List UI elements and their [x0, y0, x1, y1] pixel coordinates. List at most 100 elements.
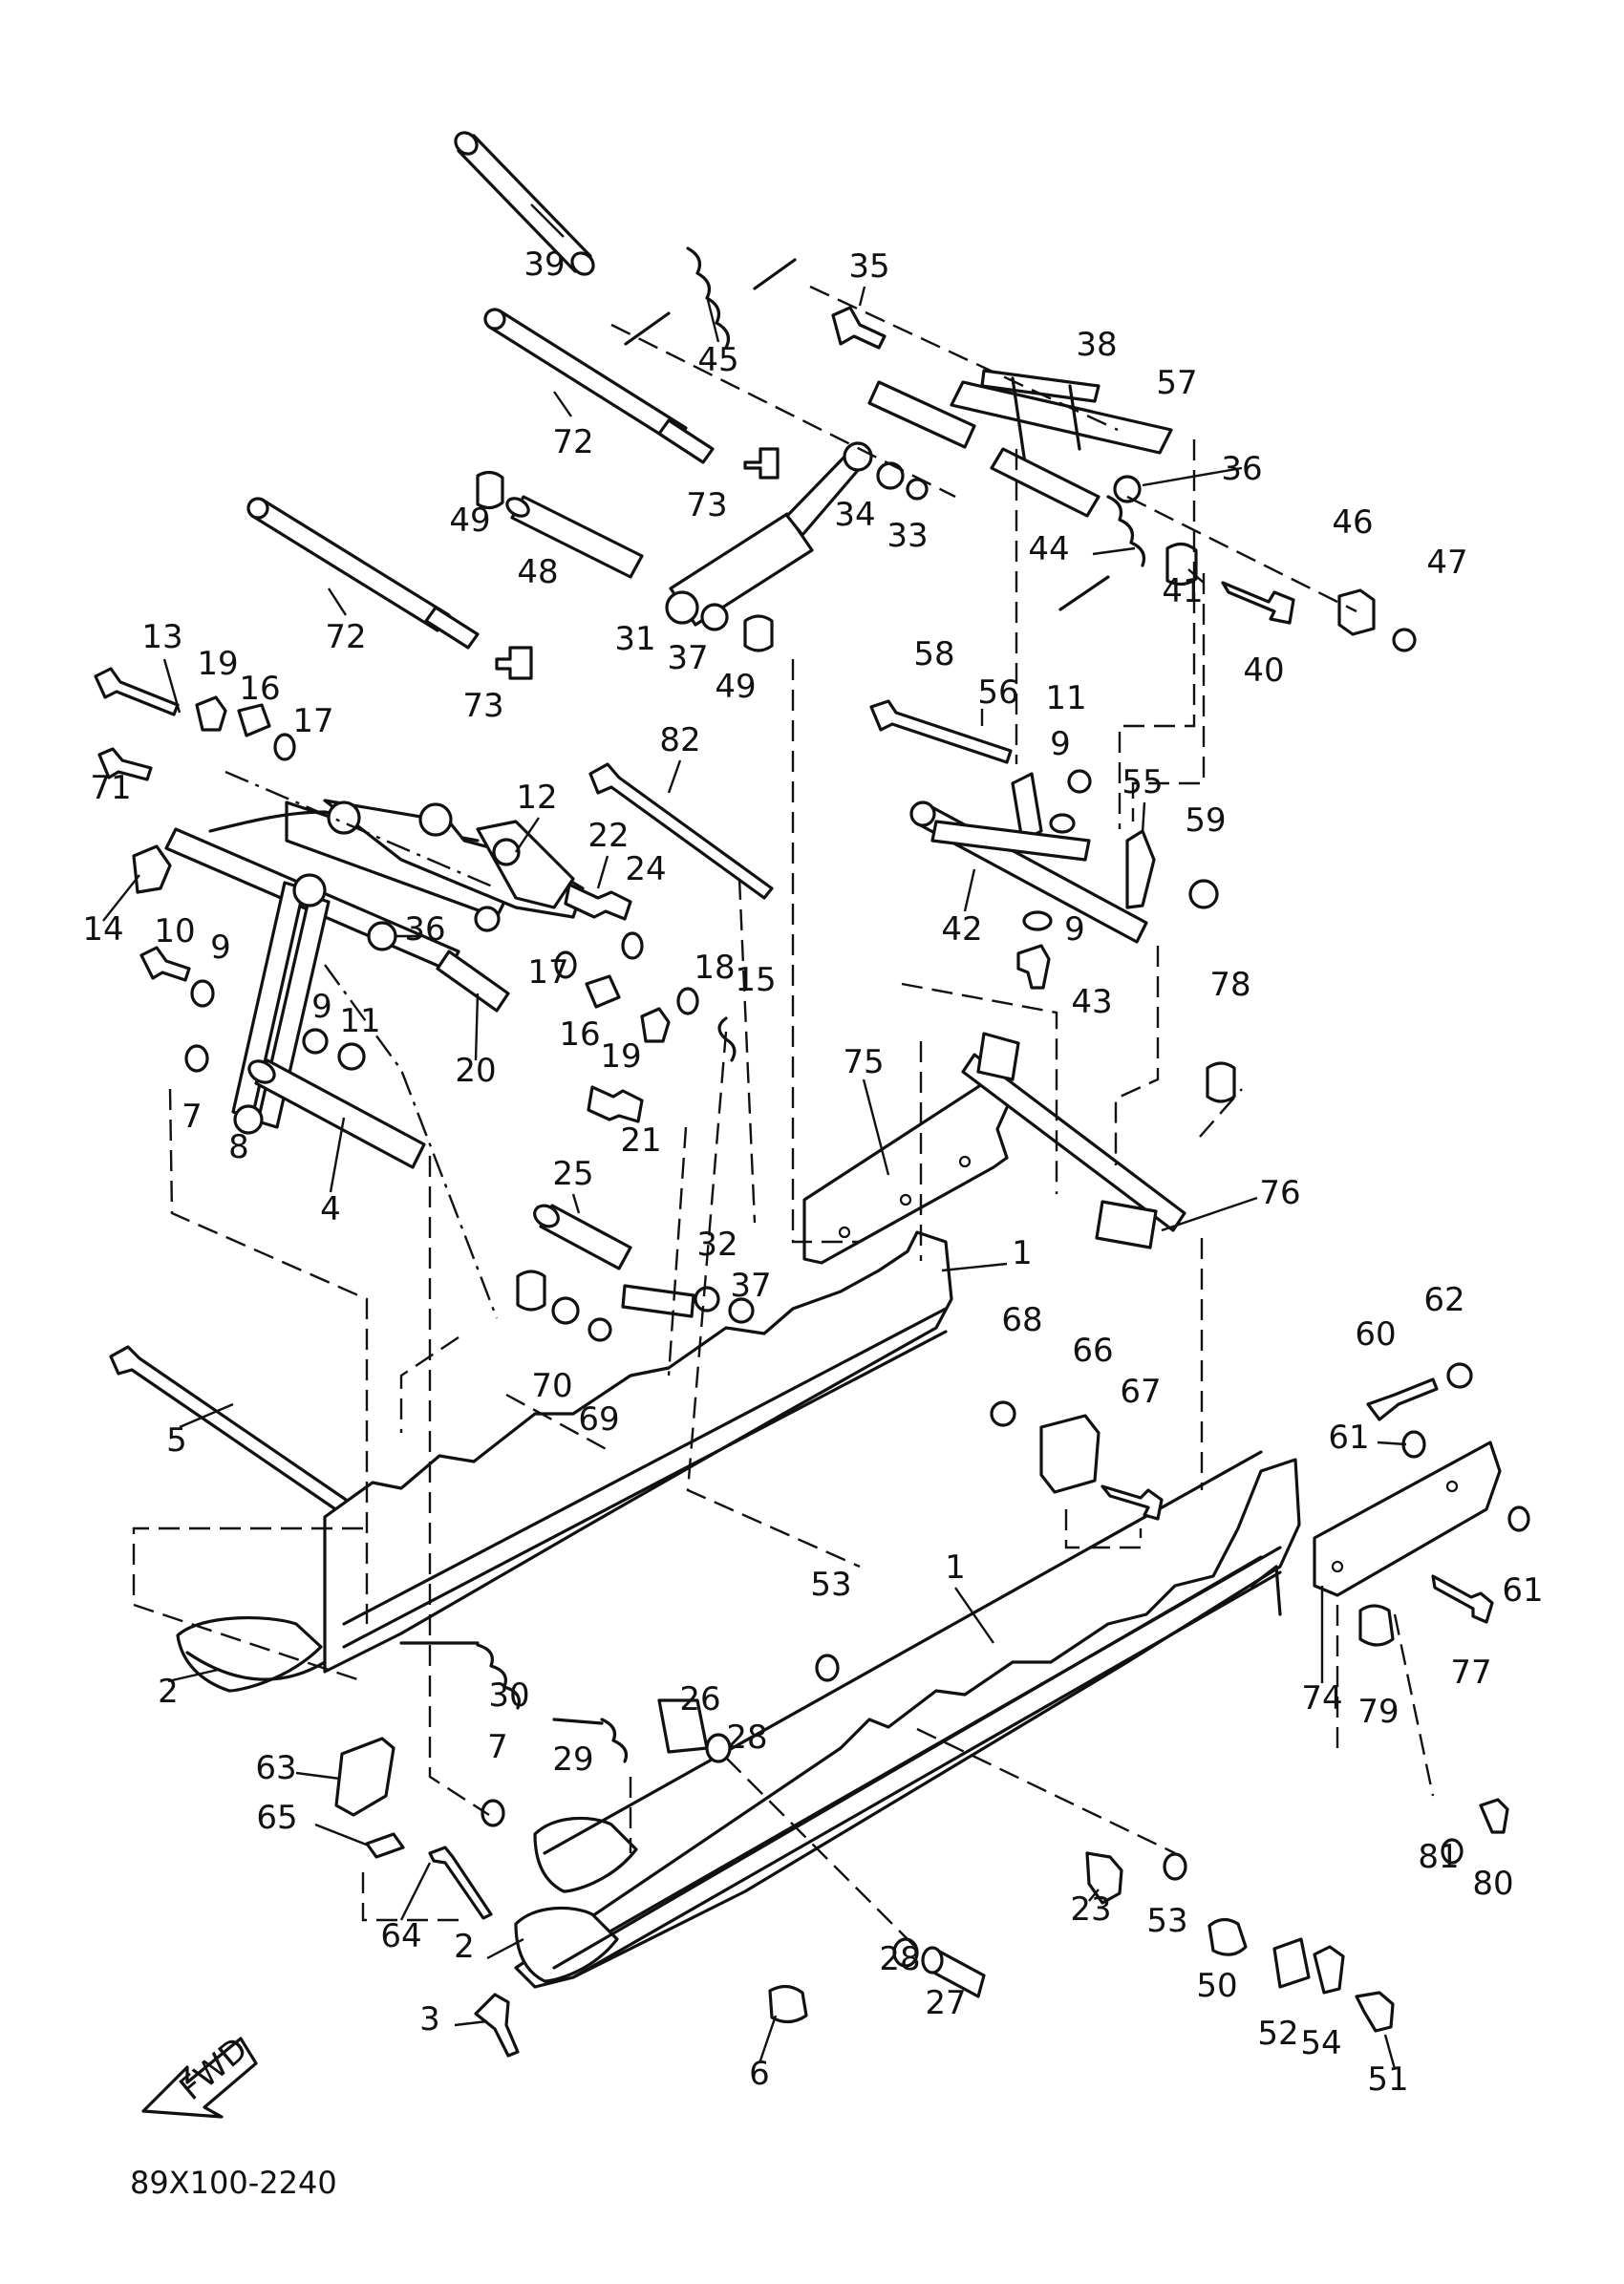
washer-53 — [815, 1654, 1187, 1881]
bracket-19-lower — [640, 1007, 671, 1043]
callout-31: 31 — [614, 620, 655, 658]
spring-30 — [399, 1641, 521, 1710]
spring-44 — [1058, 495, 1146, 611]
callout-64: 64 — [380, 1917, 421, 1955]
callout-53: 53 — [1146, 1902, 1187, 1940]
callout-19: 19 — [600, 1037, 641, 1076]
callout-41: 41 — [1162, 572, 1203, 610]
callout-1: 1 — [1012, 1234, 1033, 1272]
collar-26-28 — [657, 1698, 732, 1763]
collar-37-49 — [700, 603, 774, 652]
callout-13: 13 — [141, 618, 182, 656]
callout-59: 59 — [1185, 801, 1226, 840]
bumper-63 — [334, 1737, 395, 1817]
callout-78: 78 — [1209, 966, 1250, 1004]
bolt-80-81 — [1441, 1798, 1509, 1865]
callout-17: 17 — [527, 953, 568, 992]
callout-48: 48 — [517, 553, 558, 591]
cap-6 — [768, 1984, 808, 2024]
callout-11: 11 — [339, 1002, 380, 1040]
callout-67: 67 — [1120, 1373, 1161, 1411]
callout-2: 2 — [158, 1673, 179, 1711]
callout-7: 7 — [182, 1098, 203, 1136]
bolt-73-upper — [743, 447, 780, 480]
callout-32: 32 — [696, 1226, 737, 1264]
cap-59 — [1188, 879, 1219, 909]
callout-45: 45 — [697, 341, 738, 379]
spring-29 — [552, 1718, 629, 1763]
callout-73: 73 — [462, 687, 503, 725]
callout-12: 12 — [516, 779, 557, 817]
callout-38: 38 — [1076, 326, 1117, 364]
bolt-77-79 — [1358, 1574, 1494, 1647]
callout-47: 47 — [1426, 544, 1467, 582]
ski-2-lower — [514, 1450, 1263, 1983]
washer-9-left — [190, 979, 215, 1008]
bolt-35 — [831, 306, 887, 350]
bolt-5 — [109, 1345, 353, 1517]
ski-2-upper — [176, 1615, 327, 1693]
collar-36-left — [367, 921, 397, 951]
callout-51: 51 — [1367, 2060, 1408, 2099]
bracket-19-upper — [195, 695, 227, 732]
callout-24: 24 — [625, 850, 666, 888]
shaft-39 — [454, 131, 595, 276]
bolt-71 — [97, 747, 153, 781]
callout-26: 26 — [679, 1680, 720, 1718]
bolt-40 — [1221, 581, 1295, 625]
callout-63: 63 — [255, 1749, 296, 1787]
cross-arm-42 — [909, 772, 1148, 944]
nut-11-9-right — [1022, 769, 1092, 931]
collar-78 — [1206, 1061, 1236, 1103]
bolt-21 — [587, 1085, 644, 1123]
callout-44: 44 — [1028, 530, 1069, 568]
callout-72: 72 — [552, 423, 593, 461]
callout-46: 46 — [1332, 503, 1373, 542]
callout-37: 37 — [730, 1267, 771, 1305]
callout-55: 55 — [1122, 763, 1163, 801]
callout-28: 28 — [879, 1940, 920, 1978]
callout-43: 43 — [1071, 983, 1112, 1021]
callout-33: 33 — [887, 517, 928, 555]
callout-61: 61 — [1502, 1571, 1543, 1610]
callout-2: 2 — [454, 1928, 475, 1966]
callout-56: 56 — [977, 673, 1018, 712]
callout-36: 36 — [404, 910, 445, 949]
washer-17-lower — [554, 950, 577, 979]
callout-61: 61 — [1328, 1419, 1369, 1457]
rear-arm-38 — [867, 369, 1173, 518]
cap-68 — [990, 1400, 1016, 1427]
callout-70: 70 — [531, 1367, 572, 1405]
callout-21: 21 — [620, 1121, 661, 1160]
collar-36-upper — [1113, 475, 1142, 503]
clip-65 — [365, 1832, 405, 1859]
callout-9: 9 — [1050, 725, 1071, 763]
clip-15 — [717, 1016, 737, 1062]
callout-72: 72 — [325, 618, 366, 656]
callout-49: 49 — [715, 668, 756, 706]
callout-79: 79 — [1357, 1693, 1399, 1731]
callout-80: 80 — [1472, 1865, 1513, 1903]
callout-75: 75 — [843, 1043, 884, 1081]
callout-37: 37 — [667, 639, 708, 677]
callout-73: 73 — [686, 486, 727, 524]
bushing-70-69-32 — [516, 1270, 755, 1342]
nut-47 — [1392, 628, 1417, 652]
callout-50: 50 — [1196, 1967, 1237, 2005]
callout-66: 66 — [1072, 1332, 1113, 1370]
bushing-34-33 — [876, 461, 929, 501]
bolt-13 — [94, 667, 180, 716]
bolt-23 — [1085, 1851, 1123, 1905]
callout-54: 54 — [1300, 2024, 1341, 2062]
callout-16: 16 — [559, 1015, 600, 1054]
callout-39: 39 — [524, 245, 565, 284]
callout-6: 6 — [749, 2055, 770, 2093]
assembly-lines — [132, 285, 1435, 1950]
bracket-14 — [132, 844, 172, 894]
block-16-upper — [237, 703, 271, 737]
callout-7: 7 — [487, 1728, 508, 1766]
bolt-43 — [1016, 944, 1051, 990]
bolt-67 — [1100, 1484, 1164, 1521]
